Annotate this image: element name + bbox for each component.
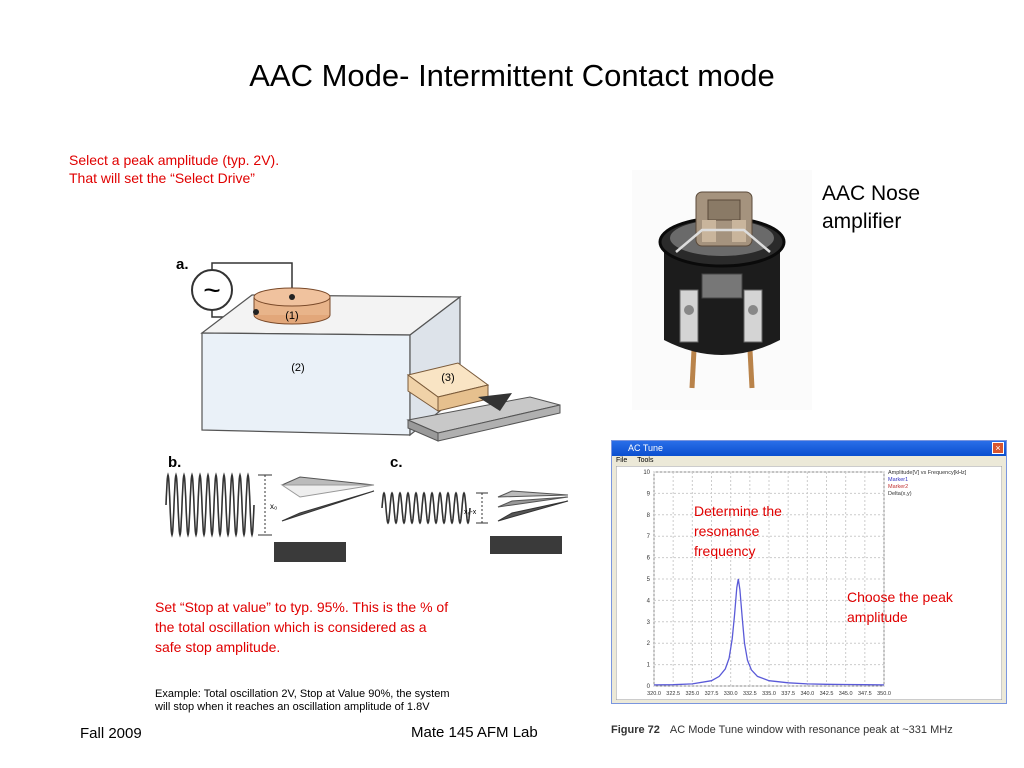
label-1: (1) [285, 310, 298, 322]
cantilever-b-mid [280, 484, 375, 498]
x-tick-label: 342.5 [820, 691, 834, 697]
figure-caption-label: Figure 72 [611, 724, 660, 736]
panel-c-label: c. [390, 454, 403, 471]
select-peak-note: Select a peak amplitude (typ. 2V). That … [69, 152, 280, 186]
cantilever-tip [478, 393, 512, 411]
x-tick-label: 322.5 [666, 691, 680, 697]
nose-amplifier-photo [632, 170, 812, 410]
figure-caption-text: AC Mode Tune window with resonance peak … [669, 724, 953, 736]
x-tick-label: 340.0 [800, 691, 814, 697]
sample-c [490, 536, 562, 554]
x-tick-label: 330.0 [724, 691, 738, 697]
wave-b [165, 472, 255, 538]
afm-schematic-diagram: a. ~ (2) (1) (3) b. x₀ c. x₀-x [165, 256, 569, 562]
cantilever-b-low [281, 490, 375, 522]
x-tick-labels: 320.0 322.5 325.0 327.5 330.0 332.5 335.0 337.5… [647, 691, 891, 697]
y-tick-labels: 0 1 2 3 4 5 6 7 8 9 10 [643, 470, 650, 690]
y-tick-label: 7 [647, 534, 651, 540]
y-tick-label: 9 [647, 491, 651, 497]
footer-date: Fall 2009 [80, 725, 142, 742]
wave-c [381, 491, 471, 525]
resonance-note: Determine the resonance frequency [694, 503, 782, 559]
x-tick-label: 350.0 [877, 691, 891, 697]
amp-b-label: x₀ [270, 502, 277, 511]
y-tick-label: 1 [647, 663, 651, 669]
wave-symbol: ~ [203, 274, 221, 307]
resonance-trace [653, 578, 885, 686]
legend-amplitude: Amplitude[V] vs Frequency[kHz] [888, 470, 967, 476]
x-tick-label: 327.5 [705, 691, 719, 697]
x-tick-label: 347.5 [858, 691, 872, 697]
label-3: (3) [441, 372, 454, 384]
cantilever-b-high [281, 476, 375, 486]
sample-b [274, 542, 346, 562]
x-tick-label: 345.0 [839, 691, 853, 697]
x-tick-label: 337.5 [781, 691, 795, 697]
panel-b-label: b. [168, 454, 181, 471]
tune-window-titlebar: AC Tune [612, 441, 1006, 456]
figure-caption: Figure 72 AC Mode Tune window with resona… [611, 724, 953, 736]
x-tick-label: 325.0 [685, 691, 699, 697]
wire-top [211, 262, 293, 295]
plot-area [653, 471, 885, 687]
y-tick-label: 8 [647, 513, 651, 519]
label-2: (2) [291, 362, 304, 374]
stop-at-value-note: Set “Stop at value” to typ. 95%. This is… [155, 599, 449, 655]
close-icon[interactable]: × [992, 442, 1004, 454]
tune-window-title: AC Tune [628, 443, 664, 453]
nose-amplifier-label: AAC Nose amplifier [822, 182, 921, 233]
peak-amplitude-note: Choose the peak amplitude [847, 589, 953, 625]
y-tick-label: 0 [647, 684, 651, 690]
tune-window-menubar: File Tools [616, 457, 661, 464]
y-tick-label: 5 [647, 577, 651, 583]
legend-delta: Delta(x,y) [888, 491, 912, 497]
x-tick-label: 332.5 [743, 691, 757, 697]
y-tick-label: 6 [647, 556, 651, 562]
slide-title: AAC Mode- Intermittent Contact mode [249, 58, 775, 93]
menu-tools[interactable]: Tools [637, 457, 654, 464]
y-tick-label: 3 [647, 620, 651, 626]
x-tick-label: 335.0 [762, 691, 776, 697]
block-front [201, 332, 411, 436]
x-tick-label: 320.0 [647, 691, 661, 697]
example-note: Example: Total oscillation 2V, Stop at V… [155, 688, 450, 713]
legend-marker2: Marker2 [888, 484, 908, 490]
amp-c-label: x₀-x [464, 509, 477, 516]
y-tick-label: 2 [647, 641, 651, 647]
chart-grid [653, 471, 885, 687]
y-tick-label: 10 [643, 470, 650, 476]
footer-course: Mate 145 AFM Lab [411, 724, 538, 741]
panel-a-label: a. [176, 256, 189, 273]
tune-chart: 0 1 2 3 4 5 6 7 8 9 10 320.0 322.5 325.0 327.5 330.0 33… [616, 466, 1002, 700]
legend-marker1: Marker1 [888, 477, 908, 483]
y-tick-label: 4 [647, 598, 651, 604]
menu-file[interactable]: File [616, 457, 628, 464]
